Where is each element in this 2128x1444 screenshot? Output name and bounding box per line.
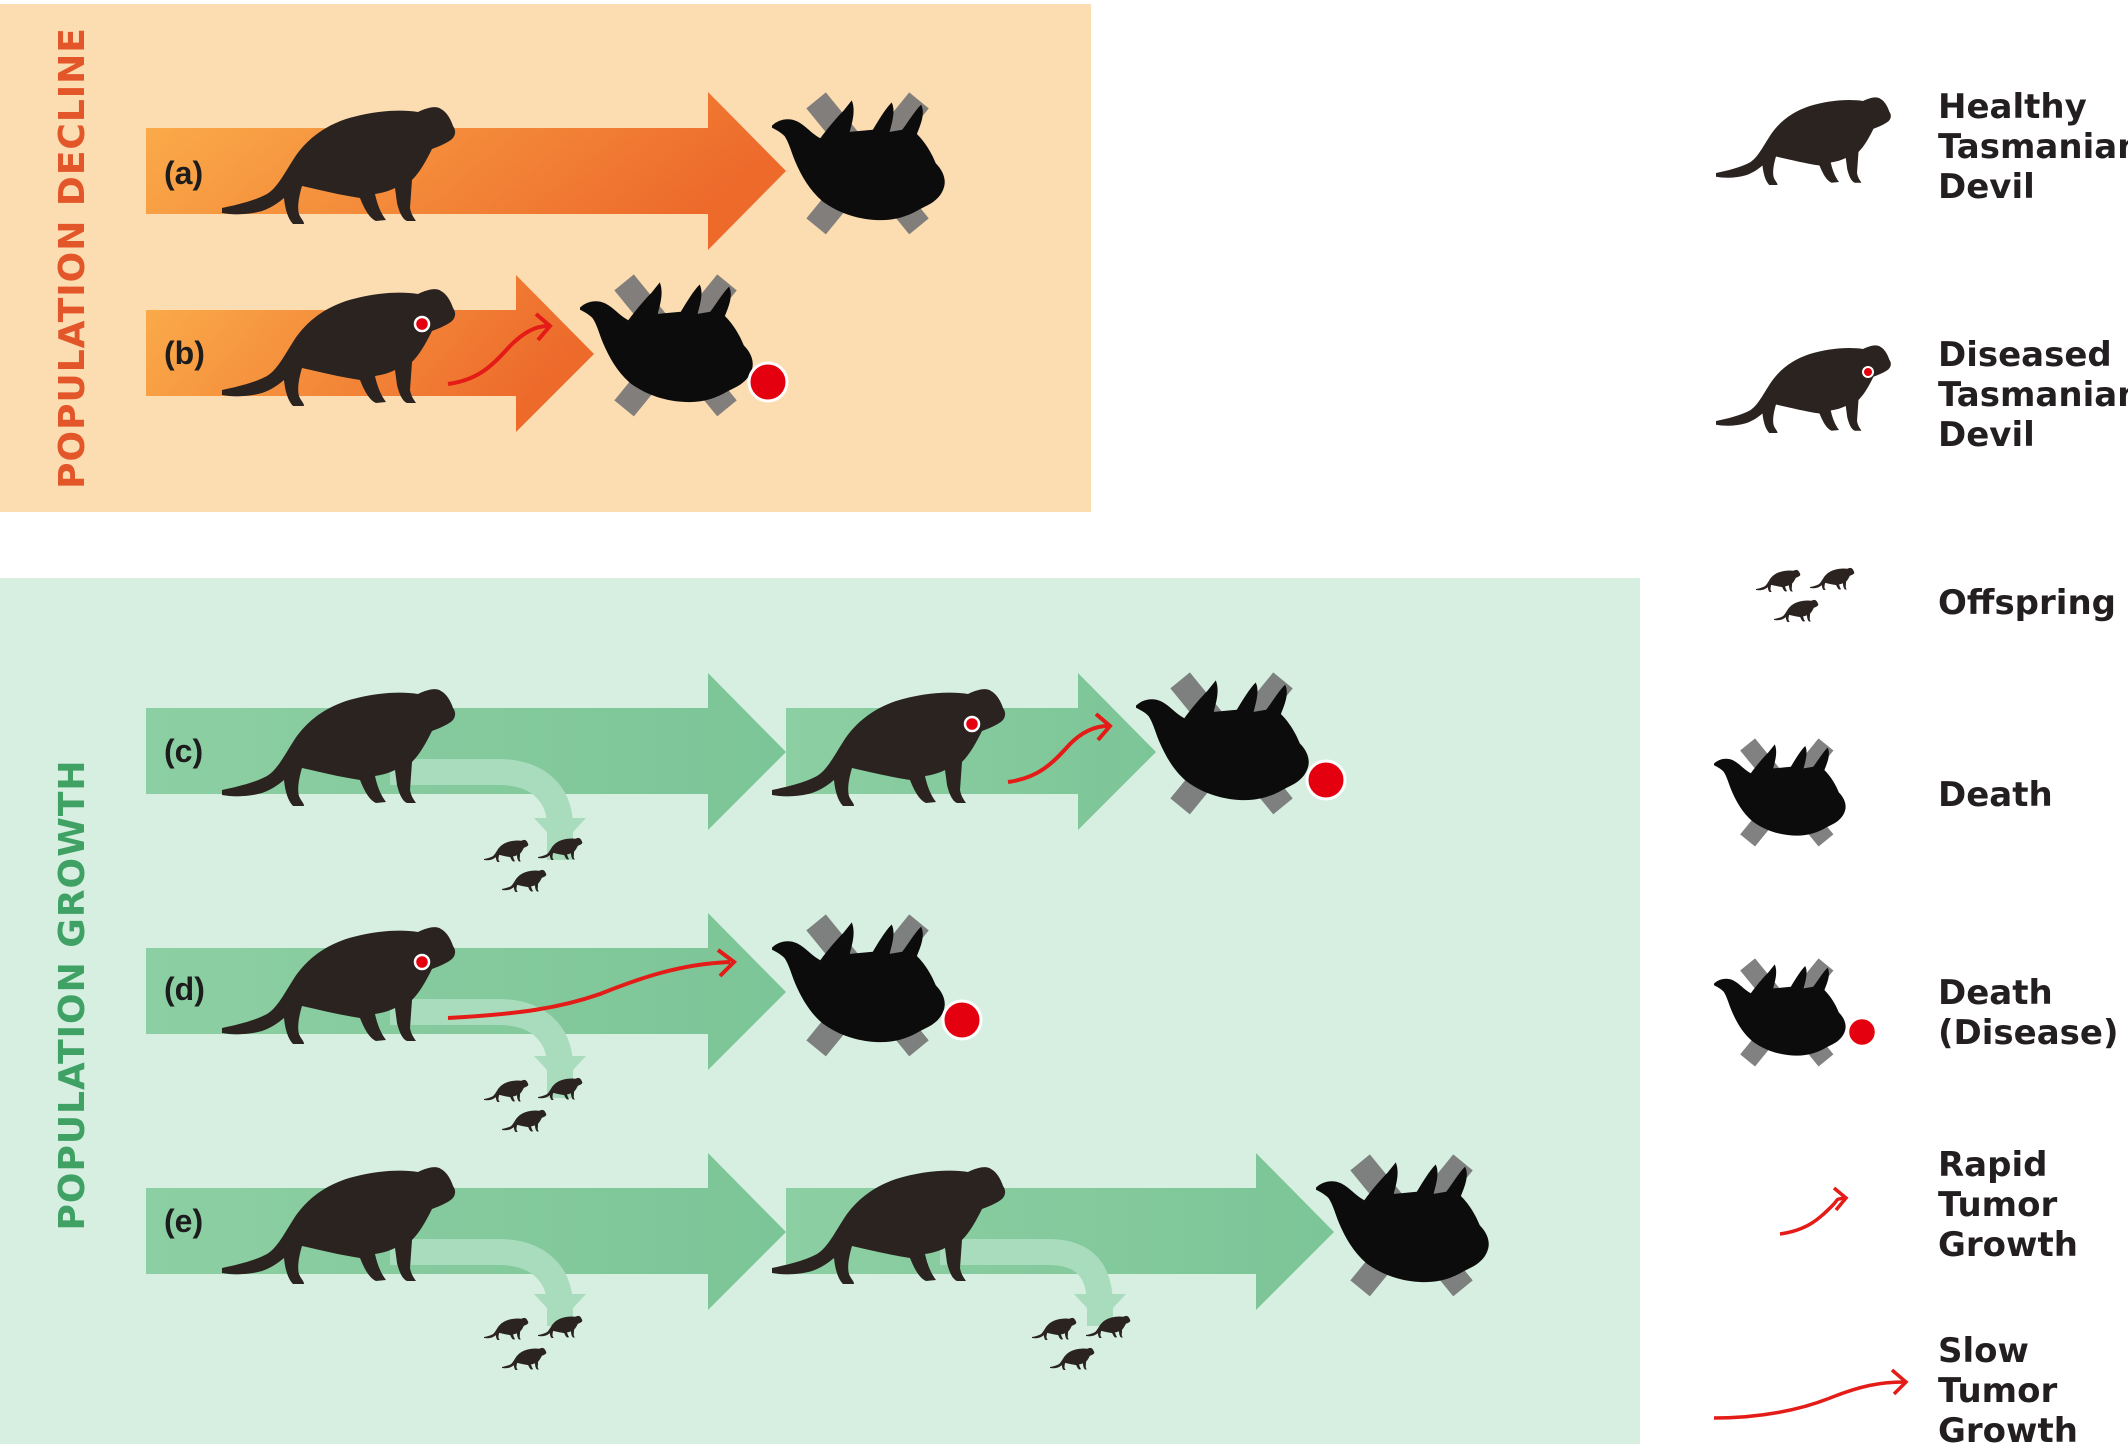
legend-healthy-line-3: Devil xyxy=(1938,167,2035,207)
row-c-offspring-branch-head xyxy=(534,818,586,846)
row-b-label: (b) xyxy=(164,335,205,371)
legend-slow-line-2: Tumor xyxy=(1938,1371,2057,1411)
legend-death-disease-icon xyxy=(1714,964,1846,1060)
legend-death-line-1: Death xyxy=(1938,775,2053,815)
legend-rapid-label: Rapid Tumor Growth xyxy=(1938,1145,2078,1265)
legend-death-disease-line-2: (Disease) xyxy=(1938,1013,2119,1053)
row-b-tumor-dot-icon xyxy=(747,361,789,403)
legend-rapid-line-2: Tumor xyxy=(1938,1185,2057,1225)
row-c-rapid-tumor-arrowhead xyxy=(1094,712,1113,742)
legend-healthy-label: Healthy Tasmanian Devil xyxy=(1938,87,2128,207)
decline-panel-title: POPULATION DECLINE xyxy=(52,27,93,489)
legend-offspring-icon xyxy=(1756,568,1854,622)
legend-diseased-eye-tumor-icon xyxy=(1862,366,1874,378)
legend-healthy-line-2: Tasmanian xyxy=(1938,127,2128,167)
legend-death-icon xyxy=(1714,744,1846,840)
legend-rapid-line-1: Rapid xyxy=(1938,1145,2047,1185)
legend-diseased-devil-icon xyxy=(1716,345,1891,433)
row-a-label: (a) xyxy=(164,155,203,191)
decline-panel xyxy=(0,4,1091,512)
row-d-label: (d) xyxy=(164,971,205,1007)
legend-rapid-line-3: Growth xyxy=(1938,1225,2078,1265)
row-c-label: (c) xyxy=(164,733,203,769)
legend-rapid-tumor-arrowhead-icon xyxy=(1832,1186,1849,1212)
legend-rapid-tumor-arrow-icon xyxy=(1779,1196,1845,1236)
legend-diseased-line-2: Tasmanian xyxy=(1938,375,2128,415)
row-e-offspring-branch-1-head xyxy=(534,1294,586,1322)
row-c-eye-tumor-icon xyxy=(963,715,981,733)
row-d-slow-tumor-arrowhead xyxy=(716,948,738,978)
legend-healthy-line-1: Healthy xyxy=(1938,87,2087,127)
legend-diseased-line-3: Devil xyxy=(1938,415,2035,455)
row-e-arrow-segment-1 xyxy=(146,1153,786,1310)
row-d-tumor-dot-icon xyxy=(941,999,983,1041)
legend-diseased-line-1: Diseased xyxy=(1938,335,2112,375)
row-d-slow-tumor-arrow xyxy=(447,960,731,1020)
row-c-tumor-dot-icon xyxy=(1305,759,1347,801)
row-a-arrow xyxy=(146,92,786,250)
legend-slow-tumor-arrow-icon xyxy=(1713,1380,1905,1420)
row-b-rapid-tumor-arrowhead xyxy=(534,312,553,342)
legend-death-disease-label: Death (Disease) xyxy=(1938,973,2119,1053)
row-d-arrow xyxy=(146,913,786,1070)
row-d-offspring-branch-head xyxy=(534,1056,586,1084)
row-c-arrow-segment-1 xyxy=(146,673,786,830)
legend-slow-line-1: Slow xyxy=(1938,1331,2029,1371)
growth-panel-title: POPULATION GROWTH xyxy=(52,759,93,1230)
legend-death-label: Death xyxy=(1938,775,2053,815)
legend-death-disease-line-1: Death xyxy=(1938,973,2053,1013)
legend-slow-label: Slow Tumor Growth xyxy=(1938,1331,2078,1444)
legend-offspring-line-1: Offspring xyxy=(1938,583,2116,623)
row-c-rapid-tumor-arrow xyxy=(1007,724,1109,784)
row-b-rapid-tumor-arrow xyxy=(447,324,549,386)
row-b-eye-tumor-icon xyxy=(413,315,431,333)
legend: Healthy Tasmanian Devil Diseased Tasmani… xyxy=(1714,87,2128,1444)
row-d-eye-tumor-icon xyxy=(413,953,431,971)
row-e-label: (e) xyxy=(164,1203,203,1239)
row-e-offspring-branch-2-head xyxy=(1074,1294,1126,1322)
legend-offspring-label: Offspring xyxy=(1938,583,2116,623)
legend-healthy-devil-icon xyxy=(1716,97,1891,185)
legend-slow-tumor-arrowhead-icon xyxy=(1890,1368,1909,1396)
legend-slow-line-3: Growth xyxy=(1938,1411,2078,1444)
legend-diseased-label: Diseased Tasmanian Devil xyxy=(1938,335,2128,455)
legend-death-disease-tumor-dot-icon xyxy=(1846,1016,1878,1048)
